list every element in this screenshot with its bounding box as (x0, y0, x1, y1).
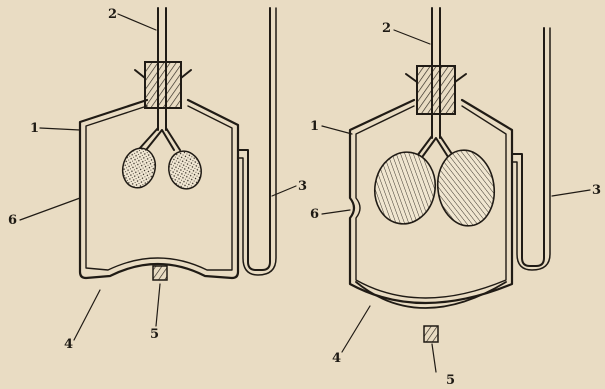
right-label-2: 2 (382, 21, 391, 36)
left-label-5: 5 (150, 327, 159, 342)
right-apparatus: 2 1 6 3 4 5 (310, 8, 601, 388)
left-label-3: 3 (298, 179, 307, 194)
right-lung-b (433, 146, 499, 229)
left-apparatus: 2 1 6 3 4 5 (8, 7, 307, 352)
left-label-1: 1 (30, 121, 39, 136)
right-label-6: 6 (310, 207, 319, 222)
left-lung-b (165, 148, 206, 193)
left-manometer (238, 8, 276, 275)
right-outlet (424, 326, 438, 342)
left-label-4: 4 (64, 337, 73, 352)
left-stopper (145, 62, 181, 108)
right-manometer (512, 28, 550, 270)
right-label-3: 3 (592, 183, 601, 198)
left-label-6: 6 (8, 213, 17, 228)
right-label-4: 4 (332, 351, 341, 366)
right-lung-a (369, 147, 441, 228)
left-outlet (153, 266, 167, 280)
right-stopper (417, 66, 455, 114)
left-label-2: 2 (108, 7, 117, 22)
left-lung-a (118, 145, 159, 192)
right-label-5: 5 (446, 373, 455, 388)
right-label-1: 1 (310, 119, 319, 134)
